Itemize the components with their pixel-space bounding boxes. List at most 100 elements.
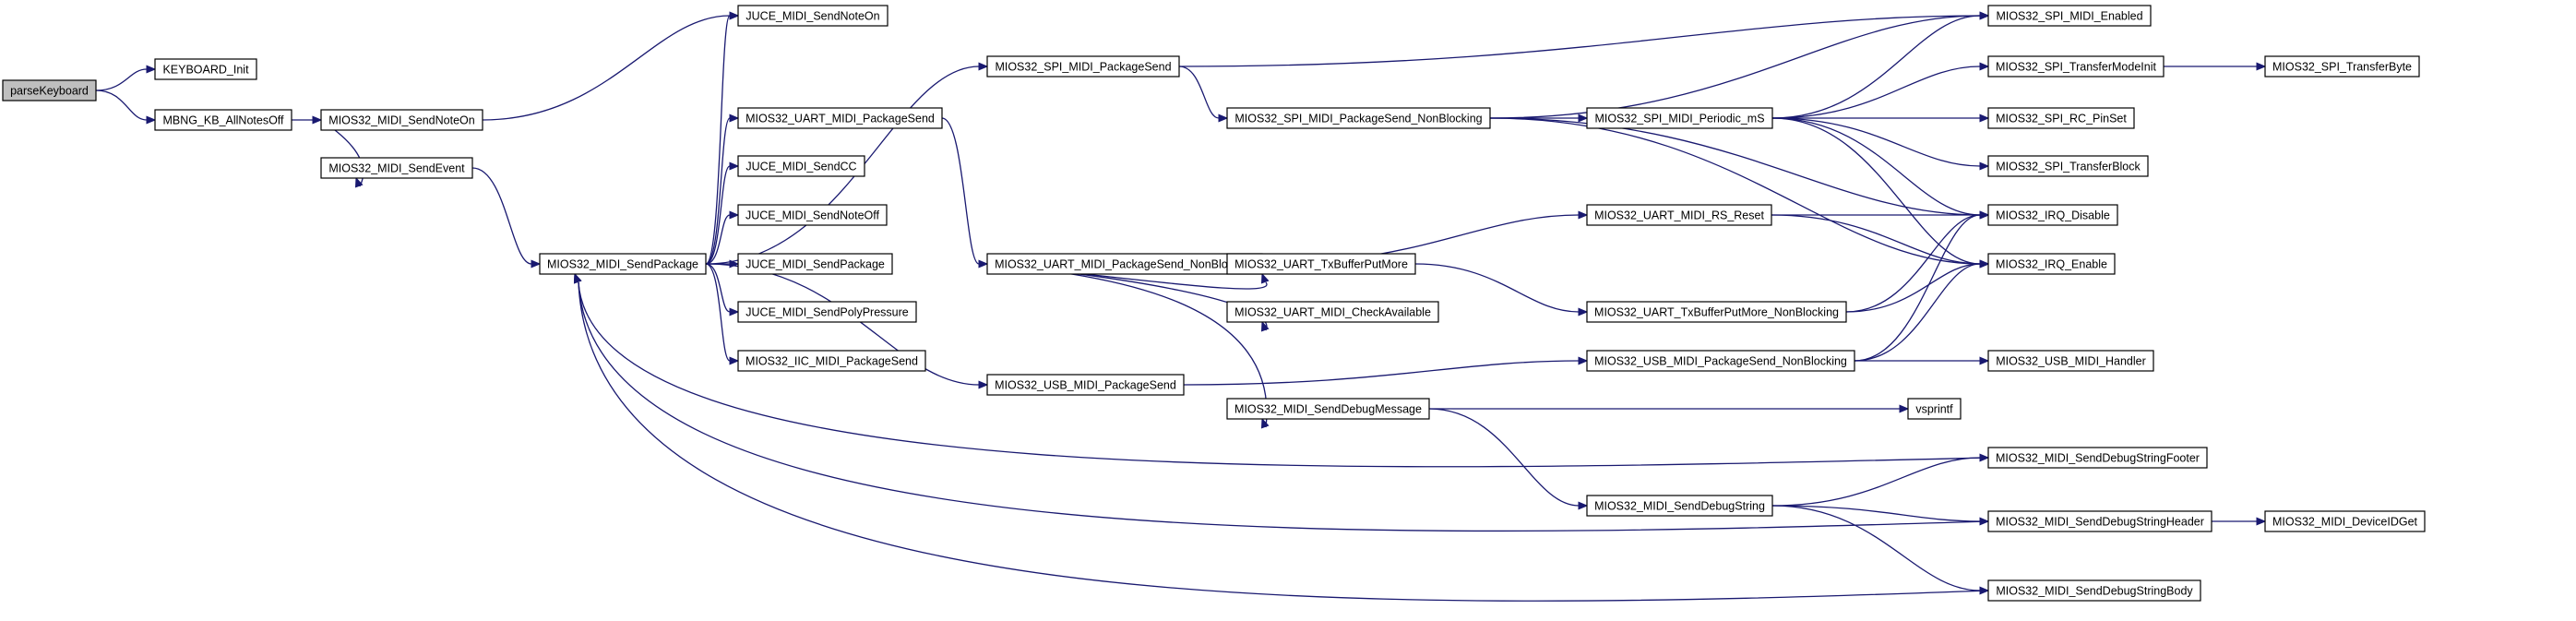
arrow-head-icon	[1578, 210, 1589, 220]
call-edge	[1489, 11, 1990, 119]
node-mios32-iic-midi-packagesend[interactable]: MIOS32_IIC_MIDI_PackageSend	[737, 350, 926, 372]
edge-line	[705, 15, 731, 265]
node-label: MIOS32_SPI_MIDI_PackageSend	[995, 61, 1171, 74]
node-label: JUCE_MIDI_SendNoteOff	[745, 209, 879, 222]
node-mios32-uart-midi-packagesend-nonblocking[interactable]: MIOS32_UART_MIDI_PackageSend_NonBlocking	[986, 253, 1263, 275]
call-edge	[95, 90, 157, 125]
node-mios32-irq-disable[interactable]: MIOS32_IRQ_Disable	[1987, 204, 2118, 226]
node-mios32-midi-senddebugstring[interactable]: MIOS32_MIDI_SendDebugString	[1586, 495, 1773, 517]
node-mios32-spi-midi-periodic-ms[interactable]: MIOS32_SPI_MIDI_Periodic_mS	[1586, 107, 1773, 129]
node-box	[737, 5, 888, 27]
edge-line	[941, 117, 980, 265]
edge-line	[1489, 15, 1981, 119]
node-box	[1987, 510, 2212, 532]
edge-line	[1771, 117, 1981, 167]
call-edge	[1771, 505, 1990, 595]
node-box	[1987, 204, 2118, 226]
node-label: JUCE_MIDI_SendNoteOn	[745, 10, 879, 23]
node-mios32-midi-senddebugstringfooter[interactable]: MIOS32_MIDI_SendDebugStringFooter	[1987, 447, 2208, 469]
node-box	[2264, 55, 2420, 78]
call-edge	[705, 263, 740, 365]
edge-line	[1178, 15, 1981, 67]
node-box	[1226, 398, 1430, 420]
node-juce-midi-sendcc[interactable]: JUCE_MIDI_SendCC	[737, 155, 865, 177]
node-mios32-spi-midi-packagesend-nonblocking[interactable]: MIOS32_SPI_MIDI_PackageSend_NonBlocking	[1226, 107, 1491, 129]
call-edge	[2211, 517, 2267, 526]
call-edge	[1854, 210, 1990, 362]
node-mios32-uart-midi-packagesend[interactable]: MIOS32_UART_MIDI_PackageSend	[737, 107, 943, 129]
arrow-head-icon	[1979, 259, 1990, 269]
edge-line	[1845, 214, 1981, 313]
arrow-head-icon	[1578, 356, 1589, 365]
arrow-head-icon	[146, 65, 157, 74]
node-label: MIOS32_MIDI_SendDebugString	[1594, 500, 1765, 513]
edge-line	[705, 214, 731, 265]
edge-line	[1489, 117, 1981, 216]
node-box	[1907, 398, 1962, 420]
call-edge	[1854, 259, 1990, 362]
node-mios32-midi-sendevent[interactable]: MIOS32_MIDI_SendEvent	[320, 157, 473, 179]
node-label: MIOS32_SPI_TransferBlock	[1996, 161, 2141, 173]
node-parsekeyboard[interactable]: parseKeyboard	[2, 79, 97, 102]
node-mios32-uart-midi-checkavailable[interactable]: MIOS32_UART_MIDI_CheckAvailable	[1226, 301, 1439, 323]
node-box	[1987, 579, 2201, 602]
node-mios32-usb-midi-handler[interactable]: MIOS32_USB_MIDI_Handler	[1987, 350, 2154, 372]
node-mios32-midi-senddebugstringbody[interactable]: MIOS32_MIDI_SendDebugStringBody	[1987, 579, 2201, 602]
node-mios32-spi-rc-pinset[interactable]: MIOS32_SPI_RC_PinSet	[1987, 107, 2135, 129]
node-mios32-spi-midi-enabled[interactable]: MIOS32_SPI_MIDI_Enabled	[1987, 5, 2152, 27]
node-mios32-spi-transfermodeinit[interactable]: MIOS32_SPI_TransferModeInit	[1987, 55, 2165, 78]
edge-line	[1771, 66, 1981, 119]
arrow-head-icon	[1979, 356, 1990, 365]
call-edge	[1771, 62, 1990, 119]
edge-line	[1178, 66, 1220, 119]
node-box	[737, 350, 926, 372]
node-box	[1987, 155, 2149, 177]
edge-line	[578, 281, 1989, 532]
arrow-head-icon	[729, 307, 740, 316]
node-juce-midi-sendpolypressure[interactable]: JUCE_MIDI_SendPolyPressure	[737, 301, 917, 323]
node-mios32-spi-transferbyte[interactable]: MIOS32_SPI_TransferByte	[2264, 55, 2420, 78]
node-mios32-uart-midi-rs-reset[interactable]: MIOS32_UART_MIDI_RS_Reset	[1586, 204, 1772, 226]
node-keyboard-init[interactable]: KEYBOARD_Init	[154, 58, 257, 80]
edge-line	[705, 165, 731, 265]
arrow-head-icon	[1578, 307, 1589, 316]
node-box	[737, 107, 943, 129]
node-vsprintf[interactable]: vsprintf	[1907, 398, 1962, 420]
node-label: KEYBOARD_Init	[162, 64, 249, 77]
node-mios32-uart-txbufferputmore-nonblocking[interactable]: MIOS32_UART_TxBufferPutMore_NonBlocking	[1586, 301, 1847, 323]
node-mios32-midi-sendnoteon[interactable]: MIOS32_MIDI_SendNoteOn	[320, 109, 483, 131]
node-label: MIOS32_UART_MIDI_RS_Reset	[1594, 209, 1764, 222]
node-mios32-irq-enable[interactable]: MIOS32_IRQ_Enable	[1987, 253, 2116, 275]
node-mios32-spi-transferblock[interactable]: MIOS32_SPI_TransferBlock	[1987, 155, 2149, 177]
node-mios32-midi-senddebugstringheader[interactable]: MIOS32_MIDI_SendDebugStringHeader	[1987, 510, 2212, 532]
node-box	[1226, 253, 1416, 275]
node-mios32-midi-senddebugmessage[interactable]: MIOS32_MIDI_SendDebugMessage	[1226, 398, 1430, 420]
call-edge	[1183, 356, 1589, 386]
node-label: MIOS32_MIDI_SendDebugStringFooter	[1996, 452, 2200, 465]
node-juce-midi-sendnoteoff[interactable]: JUCE_MIDI_SendNoteOff	[737, 204, 888, 226]
arrow-head-icon	[978, 259, 989, 269]
node-mios32-usb-midi-packagesend[interactable]: MIOS32_USB_MIDI_PackageSend	[986, 374, 1185, 396]
node-box	[154, 58, 257, 80]
call-edge	[1771, 214, 1990, 269]
node-label: MIOS32_SPI_MIDI_Periodic_mS	[1594, 113, 1764, 125]
node-juce-midi-sendpackage[interactable]: JUCE_MIDI_SendPackage	[737, 253, 893, 275]
node-box	[1586, 301, 1847, 323]
node-box	[2, 79, 97, 102]
call-edge	[482, 11, 740, 121]
node-mios32-midi-sendpackage[interactable]: MIOS32_MIDI_SendPackage	[539, 253, 707, 275]
edge-line	[1771, 457, 1981, 507]
node-mios32-usb-midi-packagesend-nonblocking[interactable]: MIOS32_USB_MIDI_PackageSend_NonBlocking	[1586, 350, 1855, 372]
call-edges	[95, 11, 2267, 602]
node-juce-midi-sendnoteon[interactable]: JUCE_MIDI_SendNoteOn	[737, 5, 888, 27]
node-mbng-kb-allnotesoff[interactable]: MBNG_KB_AllNotesOff	[154, 109, 292, 131]
node-box	[539, 253, 707, 275]
edge-line	[1414, 263, 1580, 313]
node-mios32-midi-deviceidget[interactable]: MIOS32_MIDI_DeviceIDGet	[2264, 510, 2426, 532]
call-edge	[705, 113, 740, 265]
node-label: MIOS32_MIDI_SendNoteOn	[328, 114, 474, 127]
node-mios32-uart-txbufferputmore[interactable]: MIOS32_UART_TxBufferPutMore	[1226, 253, 1416, 275]
node-mios32-spi-midi-packagesend[interactable]: MIOS32_SPI_MIDI_PackageSend	[986, 55, 1180, 78]
node-box	[1987, 350, 2154, 372]
node-label: MIOS32_MIDI_SendDebugMessage	[1234, 403, 1422, 416]
